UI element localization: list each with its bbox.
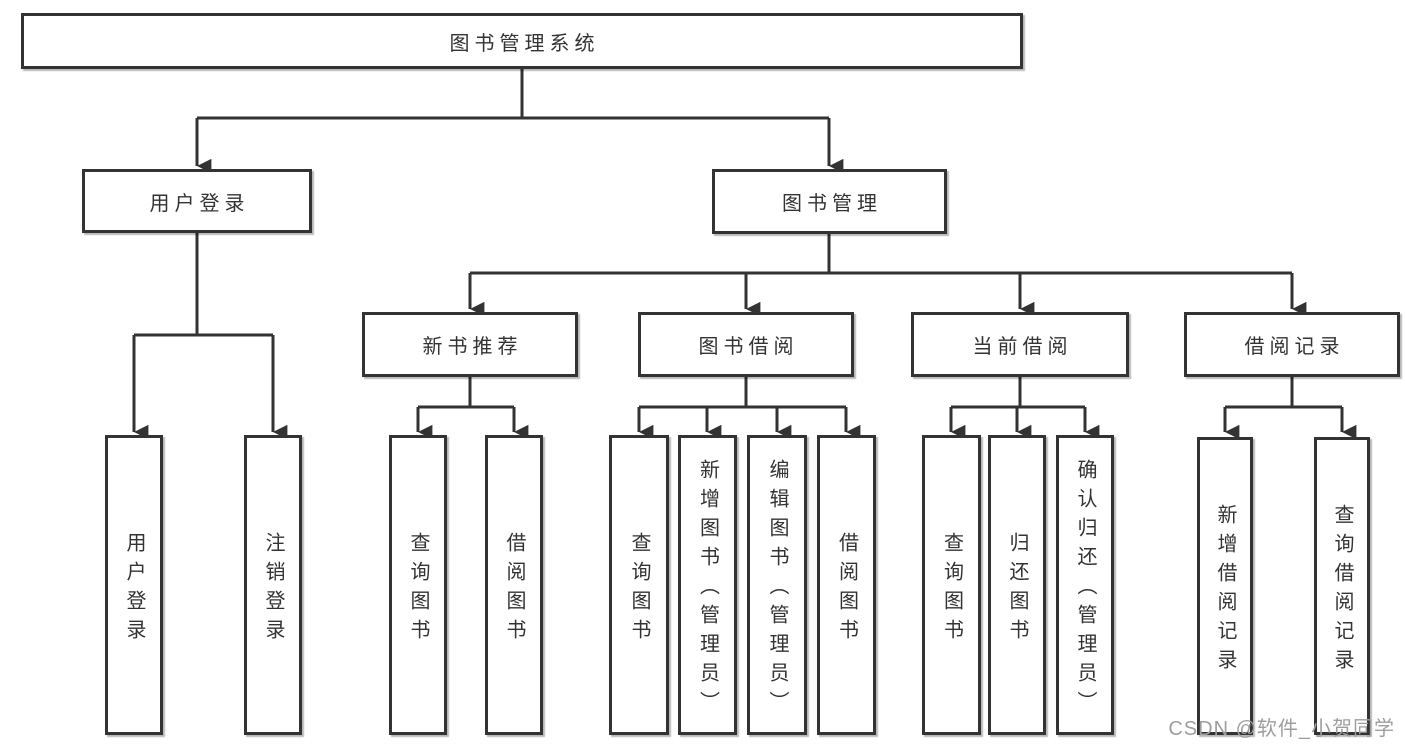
leaf-borrow-books-recommend: 借阅图书 — [485, 435, 543, 735]
node-borrowing-records-label: 借阅记录 — [1244, 336, 1345, 358]
leaf-return-books-label: 归还图书 — [1006, 531, 1028, 648]
csdn-watermark: CSDN @软件_小贺同学 — [1168, 718, 1395, 740]
leaf-borrow-books: 借阅图书 — [817, 435, 876, 735]
leaf-user-login-label: 用户登录 — [123, 531, 145, 648]
node-user-login: 用户登录 — [82, 169, 312, 233]
leaf-confirm-return-admin: 确认归还（管理员） — [1056, 435, 1114, 735]
node-borrowing-records: 借阅记录 — [1184, 312, 1400, 377]
leaf-edit-books-admin-label: 编辑图书（管理员） — [766, 459, 788, 720]
node-book-borrowing-label: 图书借阅 — [698, 336, 799, 358]
node-book-management-label: 图书管理 — [782, 193, 882, 215]
leaf-query-books-recommend: 查询图书 — [389, 435, 447, 735]
leaf-user-login: 用户登录 — [105, 435, 163, 735]
leaf-logout-label: 注销登录 — [262, 531, 284, 648]
leaf-add-books-admin: 新增图书（管理员） — [678, 435, 737, 735]
leaf-query-books-current-label: 查询图书 — [940, 531, 963, 648]
leaf-borrow-books-recommend-label: 借阅图书 — [503, 531, 525, 648]
node-new-book-recommend-label: 新书推荐 — [422, 336, 523, 358]
leaf-query-books-recommend-label: 查询图书 — [407, 531, 429, 648]
leaf-add-books-admin-label: 新增图书（管理员） — [696, 459, 719, 720]
leaf-confirm-return-admin-label: 确认归还（管理员） — [1074, 459, 1096, 720]
leaf-query-books-borrow: 查询图书 — [609, 435, 669, 735]
leaf-query-borrow-record-label: 查询借阅记录 — [1331, 503, 1353, 678]
leaf-query-books-borrow-label: 查询图书 — [628, 531, 650, 648]
leaf-return-books: 归还图书 — [988, 435, 1046, 735]
node-book-borrowing: 图书借阅 — [638, 312, 854, 377]
node-user-login-label: 用户登录 — [149, 192, 250, 215]
leaf-add-borrow-record: 新增借阅记录 — [1197, 437, 1253, 735]
leaf-borrow-books-label: 借阅图书 — [835, 531, 858, 648]
leaf-query-borrow-record: 查询借阅记录 — [1314, 437, 1370, 735]
leaf-edit-books-admin: 编辑图书（管理员） — [747, 435, 807, 735]
node-book-management: 图书管理 — [712, 169, 947, 234]
node-current-borrowing: 当前借阅 — [911, 312, 1129, 377]
leaf-logout: 注销登录 — [244, 435, 302, 735]
leaf-query-books-current: 查询图书 — [922, 435, 981, 735]
node-library-system: 图书管理系统 — [21, 13, 1023, 69]
leaf-add-borrow-record-label: 新增借阅记录 — [1214, 503, 1236, 678]
node-current-borrowing-label: 当前借阅 — [972, 336, 1073, 358]
node-library-system-label: 图书管理系统 — [449, 32, 600, 55]
node-new-book-recommend: 新书推荐 — [362, 312, 578, 377]
